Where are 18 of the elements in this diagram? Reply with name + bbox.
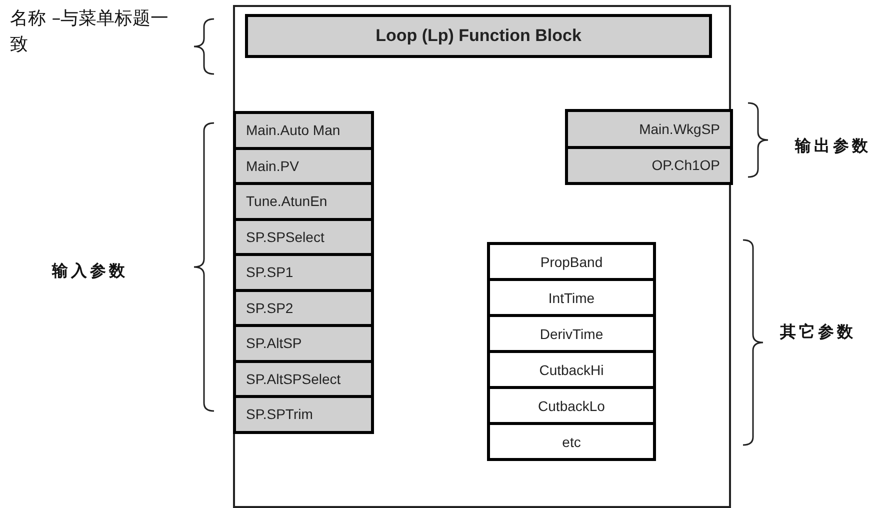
parameter-box: CutbackLo [487,386,656,425]
parameter-box: DerivTime [487,314,656,353]
input-parameter-box: Tune.AtunEn [233,182,374,220]
annotation-label: 输出参数 [795,135,872,157]
function-block-frame [233,5,731,508]
input-parameter-box: SP.AltSP [233,324,374,362]
annotation-label: 输入参数 [52,260,129,282]
title-box: Loop (Lp) Function Block [245,14,712,58]
input-parameter-box: SP.SP1 [233,253,374,292]
input-parameter-box: SP.SPTrim [233,395,374,434]
annotation-label: 其它参数 [780,321,857,343]
parameter-box: etc [487,422,656,461]
output-parameter-box: Main.WkgSP [565,109,733,148]
parameter-box: IntTime [487,278,656,317]
annotation-label: 名称 –与菜单标题一致 [10,7,170,57]
parameter-box: PropBand [487,242,656,281]
parameter-box: CutbackHi [487,350,656,389]
input-parameter-box: Main.Auto Man [233,111,374,150]
